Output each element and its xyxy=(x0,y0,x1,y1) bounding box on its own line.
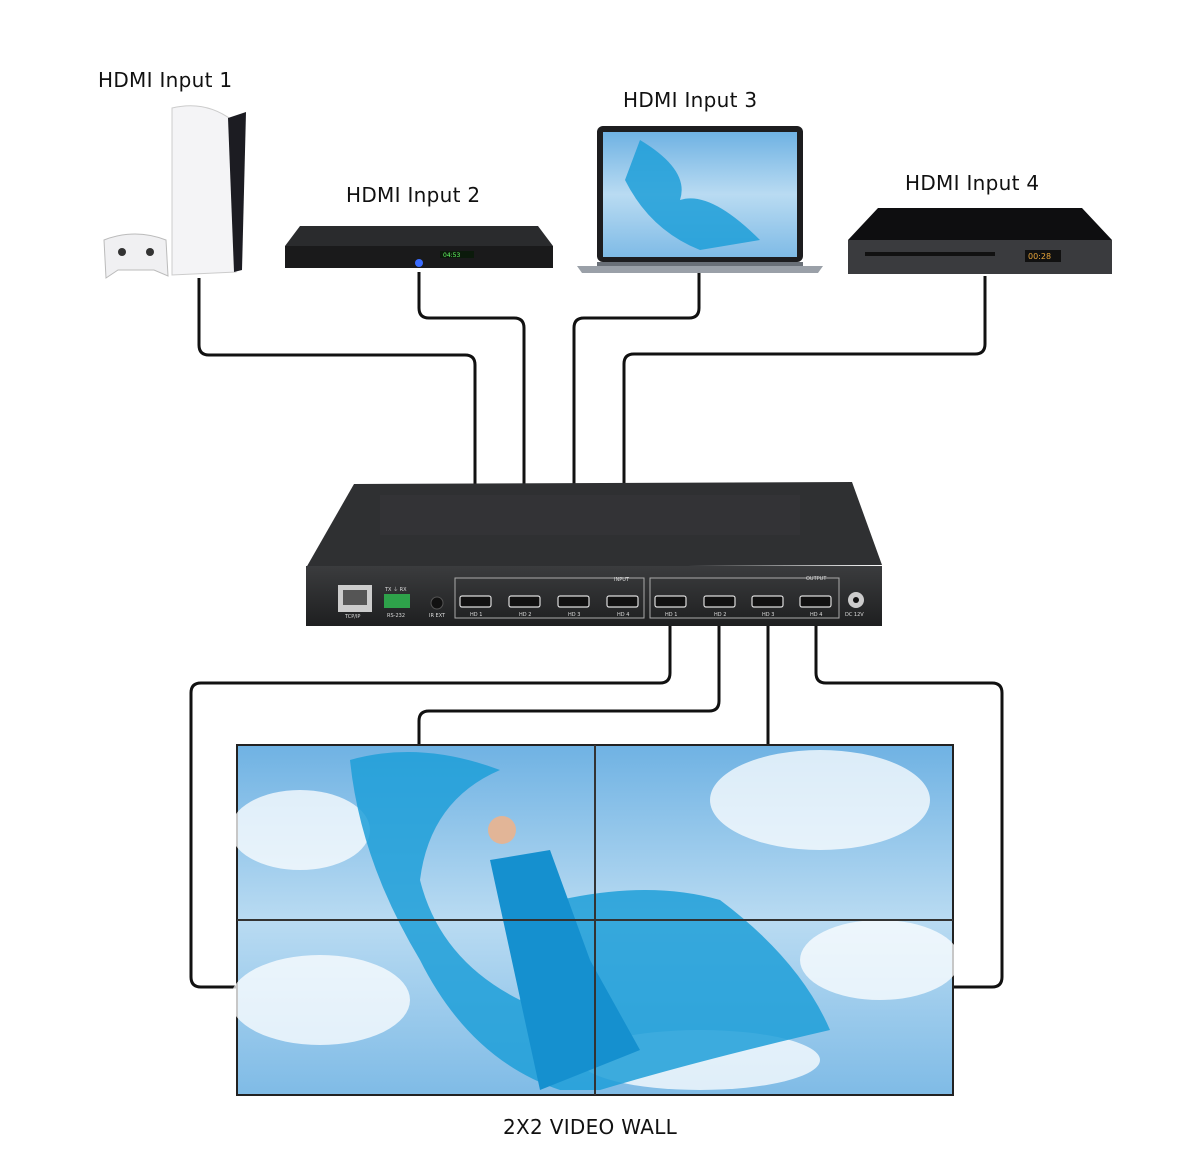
input-group-label: INPUT xyxy=(614,577,630,583)
input-3-label: HDMI Input 3 xyxy=(623,88,758,112)
rs232-label: RS-232 xyxy=(387,613,405,619)
cable-output-1 xyxy=(189,620,672,989)
cable-output-4 xyxy=(814,620,1004,989)
input-port-4: HD 4 xyxy=(617,612,629,618)
input-1-label: HDMI Input 1 xyxy=(98,68,233,92)
video-wall xyxy=(230,744,960,1096)
output-port-3: HD 3 xyxy=(762,612,774,618)
input-port-3: HD 3 xyxy=(568,612,580,618)
input-4-label: HDMI Input 4 xyxy=(905,171,1040,195)
cables xyxy=(189,272,1004,989)
irext-label: IR EXT xyxy=(429,613,446,619)
input-2-label: HDMI Input 2 xyxy=(346,183,481,207)
game-console xyxy=(103,105,246,279)
output-port-1: HD 1 xyxy=(665,612,677,618)
power-label: DC 12V xyxy=(845,612,864,618)
hdmi-matrix-switcher: TCP/IP TX ⏚ RX RS-232 IR EXT INPUT OUTPU… xyxy=(306,482,882,626)
input-port-1: HD 1 xyxy=(470,612,482,618)
cable-input-4 xyxy=(622,276,987,600)
video-wall-label: 2X2 VIDEO WALL xyxy=(503,1115,678,1139)
cable-output-2 xyxy=(417,620,721,745)
dvd-player: 00:28 xyxy=(848,208,1112,274)
input-port-2: HD 2 xyxy=(519,612,531,618)
svg-text:00:28: 00:28 xyxy=(1028,252,1051,261)
laptop xyxy=(577,126,823,273)
bluray-player: 04:53 xyxy=(285,226,553,268)
output-port-4: HD 4 xyxy=(810,612,822,618)
svg-text:04:53: 04:53 xyxy=(443,252,460,259)
cable-input-3 xyxy=(572,273,701,600)
output-group-label: OUTPUT xyxy=(806,576,827,582)
tcpip-label: TCP/IP xyxy=(344,614,360,620)
cable-input-1 xyxy=(197,278,477,600)
cable-input-2 xyxy=(417,272,526,600)
txrx-label: TX ⏚ RX xyxy=(384,586,407,593)
output-port-2: HD 2 xyxy=(714,612,726,618)
